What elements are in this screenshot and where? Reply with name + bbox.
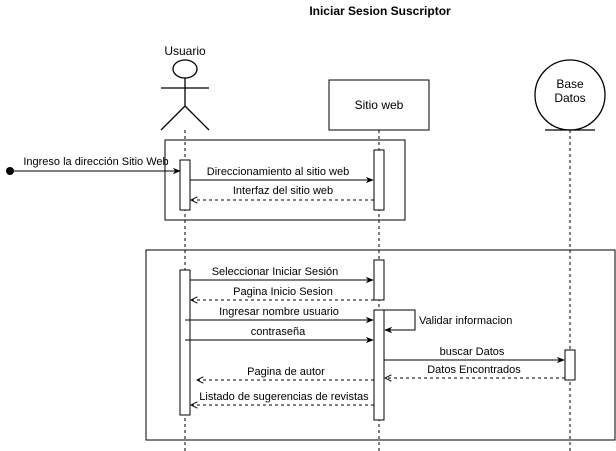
sitio-web-activation-2 [373,259,385,301]
stick-figure-icon [160,59,210,131]
sitio-web-label: Sitio web [355,98,404,112]
message-1-label: Direccionamiento al sitio web [207,166,349,178]
message-2-label: Interfaz del sitio web [233,185,333,197]
sitio-web-participant: Sitio web [328,79,430,131]
message-6-arrow [384,309,416,334]
base-datos-entity: Base Datos [534,59,606,131]
message-6-label: Validar informacion [419,315,512,327]
message-7-label: contraseña [251,326,306,338]
message-5-label: Ingresar nombre usuario [219,306,339,318]
message-8-label: buscar Datos [440,346,505,358]
interaction-frame-2 [145,249,616,441]
diagram-title: Iniciar Sesion Suscriptor [309,4,451,18]
base-datos-label-line2: Datos [554,91,585,105]
message-3-label: Seleccionar Iniciar Sesión [212,266,339,278]
message-10-label: Pagina de autor [247,366,325,378]
interaction-frame-1 [164,139,406,221]
message-9-label: Datos Encontrados [427,364,521,376]
sitio-web-activation-1 [373,149,385,211]
message-0-label: Ingreso la dirección Sitio Web [23,156,168,168]
sitio-web-activation-3 [373,309,385,421]
base-datos-label-line1: Base [556,77,584,91]
message-4-label: Pagina Inicio Sesion [233,286,333,298]
usuario-activation-1 [179,159,191,211]
message-11-label: Listado de sugerencias de revistas [199,391,369,403]
base-datos-activation [564,349,576,381]
usuario-activation-2 [179,269,191,416]
usuario-actor: Usuario [160,44,210,131]
usuario-label: Usuario [164,44,206,58]
